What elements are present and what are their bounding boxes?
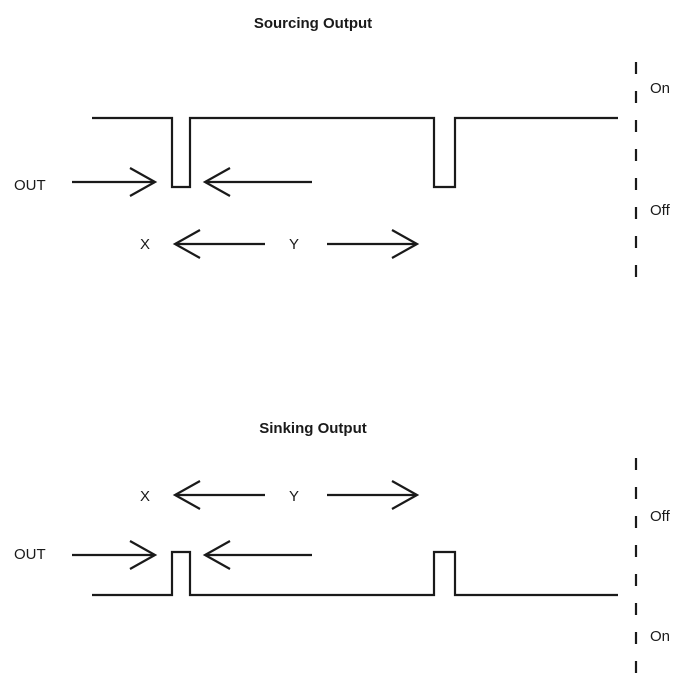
sourcing-y-right-arrow [327, 229, 420, 259]
sinking-out-label: OUT [14, 546, 46, 563]
sourcing-title: Sourcing Output [254, 15, 372, 32]
sinking-waveform [92, 550, 618, 597]
sinking-y-label: Y [289, 488, 299, 505]
sourcing-output-diagram: Sourcing Output On Off OUT X Y [14, 15, 671, 285]
sourcing-pulse-arrow [202, 167, 312, 197]
sourcing-y-label: Y [289, 236, 299, 253]
sinking-off-label: Off [650, 508, 671, 525]
sinking-output-diagram: Sinking Output X Y Off On OUT [14, 420, 671, 684]
sourcing-out-label: OUT [14, 177, 46, 194]
sourcing-x-label: X [140, 236, 150, 253]
sourcing-off-label: Off [650, 202, 671, 219]
sinking-out-arrow [72, 540, 158, 570]
sinking-on-label: On [650, 628, 670, 645]
sinking-y-right-arrow [327, 480, 420, 510]
sourcing-y-left-arrow [172, 229, 265, 259]
sourcing-on-label: On [650, 80, 670, 97]
sinking-title: Sinking Output [259, 420, 366, 437]
sourcing-waveform [92, 116, 618, 189]
sourcing-out-arrow [72, 167, 158, 197]
sinking-y-left-arrow [172, 480, 265, 510]
sinking-x-label: X [140, 488, 150, 505]
sinking-pulse-arrow [202, 540, 312, 570]
